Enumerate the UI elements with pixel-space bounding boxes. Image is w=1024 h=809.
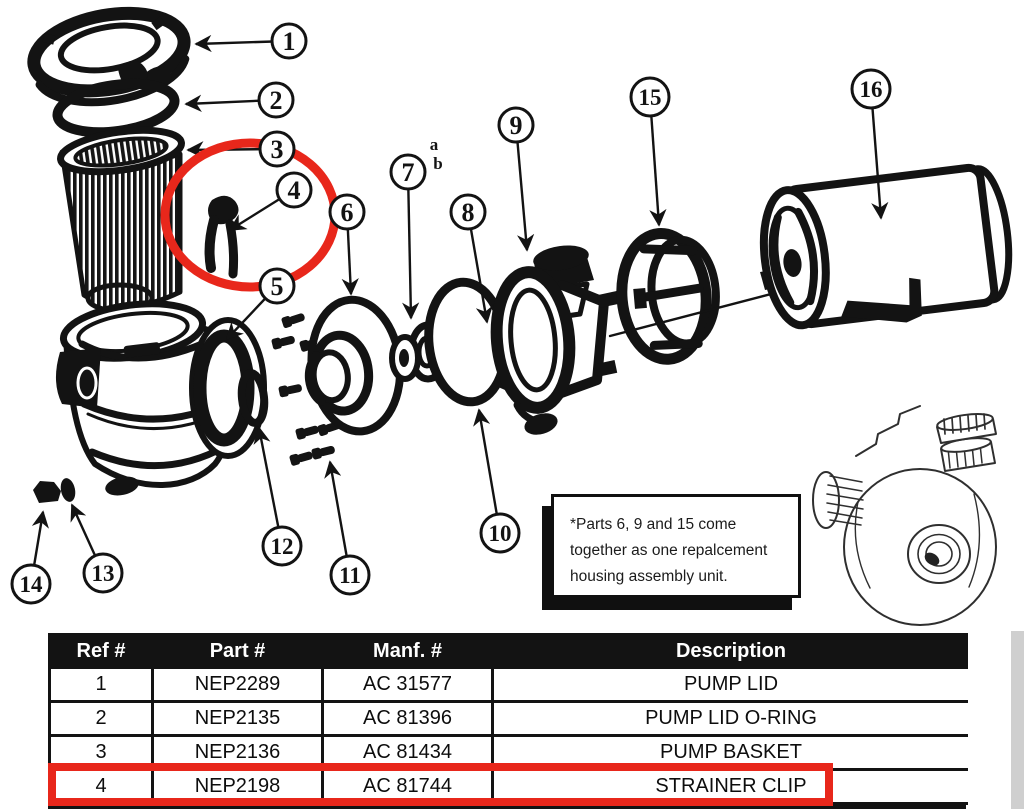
callout-13: 13 bbox=[82, 552, 124, 594]
callout-8: 8 bbox=[449, 193, 487, 231]
callout-label: 16 bbox=[860, 77, 883, 102]
cell-desc: PUMP LID O-RING bbox=[491, 700, 968, 737]
assembled-pump-drawing bbox=[812, 405, 997, 626]
callout-1: 1 bbox=[270, 22, 308, 60]
callout-12: 12 bbox=[261, 525, 303, 567]
header-ref: Ref # bbox=[48, 633, 154, 669]
callout-label: 14 bbox=[20, 572, 44, 597]
cell-part: NEP2289 bbox=[151, 666, 324, 703]
callout-4: 4 bbox=[275, 171, 313, 209]
callout-label: 7 bbox=[402, 158, 415, 187]
callout-label: 1 bbox=[283, 27, 296, 56]
table-row: 1 NEP2289 AC 31577 PUMP LID bbox=[48, 666, 968, 703]
callout-15: 15 bbox=[629, 76, 671, 118]
exploded-parts-diagram: 1 2 3 4 5 6 7 bbox=[10, 6, 1013, 626]
callout-label: 11 bbox=[339, 563, 361, 588]
highlight-ellipse bbox=[160, 138, 340, 292]
header-desc: Description bbox=[491, 633, 968, 669]
callout-2: 2 bbox=[257, 81, 295, 119]
callout-6: 6 bbox=[328, 193, 366, 231]
cell-ref: 1 bbox=[48, 666, 154, 703]
header-part: Part # bbox=[151, 633, 324, 669]
cell-manf: AC 81396 bbox=[321, 700, 494, 737]
clamp-ring-drawing bbox=[616, 227, 720, 365]
callout-16: 16 bbox=[850, 68, 892, 110]
callout-label: 4 bbox=[288, 176, 301, 205]
callout-10: 10 bbox=[479, 512, 521, 554]
callout-11: 11 bbox=[329, 554, 371, 596]
callout-label: 8 bbox=[462, 198, 475, 227]
housing-oring-drawing bbox=[237, 369, 269, 427]
callout-label: 2 bbox=[270, 86, 283, 115]
callout-label: 12 bbox=[271, 534, 294, 559]
scan-edge-shadow bbox=[1011, 631, 1024, 809]
callout-9: 9 bbox=[497, 106, 535, 144]
table-bottom-cut-strip bbox=[48, 803, 966, 809]
seal-label-a: a bbox=[430, 135, 439, 154]
callout-label: 13 bbox=[92, 561, 115, 586]
note-box: *Parts 6, 9 and 15 come together as one … bbox=[551, 494, 801, 598]
note-text: *Parts 6, 9 and 15 come together as one … bbox=[570, 516, 768, 586]
callout-3: 3 bbox=[258, 130, 296, 168]
plug-oring-drawing bbox=[60, 478, 76, 502]
callout-14: 14 bbox=[10, 563, 52, 605]
callout-label: 10 bbox=[489, 521, 512, 546]
callout-label: 15 bbox=[639, 85, 662, 110]
pump-housing-drawing bbox=[55, 300, 267, 496]
seal-plate-drawing bbox=[304, 295, 405, 436]
cell-part: NEP2135 bbox=[151, 700, 324, 737]
callout-7: 7 bbox=[389, 153, 427, 191]
highlight-rectangle-row-4 bbox=[48, 763, 833, 806]
motor-drawing bbox=[759, 163, 1013, 330]
seal-label-b: b bbox=[433, 154, 442, 173]
callout-label: 5 bbox=[271, 272, 284, 301]
table-header-row: Ref # Part # Manf. # Description bbox=[48, 633, 968, 669]
callout-label: 3 bbox=[271, 135, 284, 164]
strainer-clip-drawing bbox=[204, 195, 239, 279]
cell-desc: PUMP LID bbox=[491, 666, 968, 703]
callout-label: 6 bbox=[341, 198, 354, 227]
callout-5: 5 bbox=[258, 267, 296, 305]
callout-label: 9 bbox=[510, 111, 523, 140]
header-manf: Manf. # bbox=[321, 633, 494, 669]
cell-manf: AC 31577 bbox=[321, 666, 494, 703]
cell-ref: 2 bbox=[48, 700, 154, 737]
diffuser-drawing bbox=[490, 245, 620, 435]
drain-plug-drawing bbox=[33, 481, 61, 503]
table-row: 2 NEP2135 AC 81396 PUMP LID O-RING bbox=[48, 700, 968, 737]
